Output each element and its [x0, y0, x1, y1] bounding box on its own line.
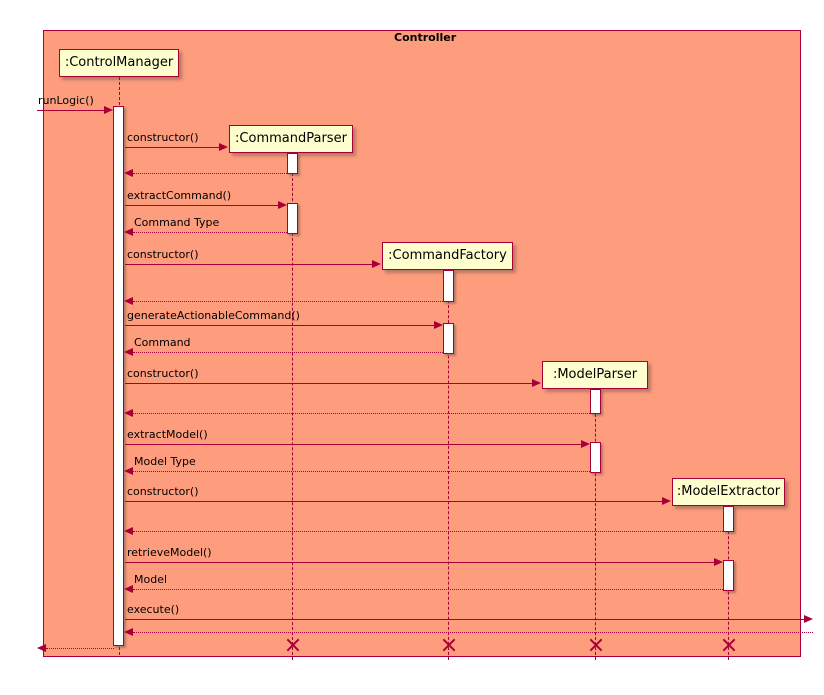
- message-line-extractcommand: [125, 205, 278, 206]
- activation-commandfactory-generate: [443, 323, 454, 354]
- participant-modelextractor[interactable]: :ModelExtractor: [672, 478, 785, 506]
- message-label-retrievemodel: retrieveModel(): [127, 546, 212, 559]
- participant-label-modelparser: :ModelParser: [552, 367, 638, 382]
- message-line-constructor-commandfactory: [125, 264, 372, 265]
- message-arrowhead-constructor-modelextractor: [662, 497, 671, 505]
- message-line-constructor-commandparser: [125, 147, 219, 148]
- destroy-marker-modelparser: [587, 637, 603, 653]
- message-label-constructor-commandparser: constructor(): [127, 131, 199, 144]
- message-arrowhead-return-commandfactory-ctor: [124, 297, 133, 305]
- participant-commandfactory[interactable]: :CommandFactory: [382, 242, 513, 270]
- message-label-generateactionablecommand: generateActionableCommand(): [127, 309, 300, 322]
- message-label-command-type: Command Type: [134, 216, 220, 229]
- message-line-extractmodel: [125, 444, 581, 445]
- lifeline-commandfactory: [448, 270, 449, 660]
- message-label-constructor-commandfactory: constructor(): [127, 248, 199, 261]
- message-arrowhead-extractmodel: [581, 440, 590, 448]
- message-line-return-execute: [133, 632, 813, 633]
- message-line-return-modelparser-ctor: [133, 413, 590, 414]
- message-arrowhead-model-type: [124, 467, 133, 475]
- message-arrowhead-return-execute: [124, 628, 133, 636]
- message-label-model: Model: [134, 573, 168, 586]
- participant-commandparser[interactable]: :CommandParser: [229, 125, 353, 153]
- message-line-return-modelextractor-ctor: [133, 531, 723, 532]
- participant-modelparser[interactable]: :ModelParser: [542, 361, 648, 389]
- participant-controlmanager[interactable]: :ControlManager: [59, 49, 179, 77]
- message-label-constructor-modelextractor: constructor(): [127, 485, 199, 498]
- activation-commandparser-constructor: [287, 153, 298, 174]
- group-title: Controller: [394, 31, 457, 44]
- activation-commandfactory-constructor: [443, 270, 454, 302]
- lifeline-commandparser: [292, 153, 293, 660]
- message-line-constructor-modelparser: [125, 383, 532, 384]
- message-arrowhead-constructor-modelparser: [532, 379, 541, 387]
- controller-group-frame: [43, 30, 801, 657]
- participant-label-commandparser: :CommandParser: [235, 131, 347, 146]
- activation-commandparser-extract: [287, 203, 298, 234]
- message-arrowhead-model: [124, 585, 133, 593]
- message-label-extractmodel: extractModel(): [127, 428, 208, 441]
- message-arrowhead-command-type: [124, 228, 133, 236]
- message-line-execute: [125, 619, 804, 620]
- message-line-command: [133, 352, 443, 353]
- message-line-command-type: [133, 232, 287, 233]
- message-arrowhead-return-runlogic: [37, 644, 46, 652]
- activation-modelextractor-retrieve: [723, 560, 734, 591]
- activation-modelparser-extract: [590, 442, 601, 473]
- message-line-return-commandfactory-ctor: [133, 301, 443, 302]
- message-label-runlogic: runLogic(): [38, 94, 94, 107]
- message-label-execute: execute(): [127, 603, 180, 616]
- participant-label-controlmanager: :ControlManager: [64, 55, 174, 70]
- message-line-return-commandparser-ctor: [133, 173, 287, 174]
- message-line-model: [133, 589, 723, 590]
- message-line-return-runlogic: [46, 648, 114, 649]
- message-line-constructor-modelextractor: [125, 501, 662, 502]
- message-arrowhead-constructor-commandparser: [219, 143, 228, 151]
- activation-modelextractor-constructor: [723, 506, 734, 532]
- message-arrowhead-constructor-commandfactory: [372, 260, 381, 268]
- destroy-marker-commandfactory: [440, 637, 456, 653]
- message-label-command: Command: [134, 336, 191, 349]
- message-label-model-type: Model Type: [134, 455, 196, 468]
- lifeline-modelparser: [595, 389, 596, 660]
- message-line-model-type: [133, 471, 590, 472]
- message-arrowhead-runlogic: [104, 106, 113, 114]
- message-arrowhead-retrievemodel: [714, 558, 723, 566]
- message-label-extractcommand: extractCommand(): [127, 189, 232, 202]
- destroy-marker-modelextractor: [720, 637, 736, 653]
- participant-label-commandfactory: :CommandFactory: [388, 248, 507, 263]
- message-arrowhead-execute: [804, 615, 813, 623]
- destroy-marker-commandparser: [284, 637, 300, 653]
- message-line-runlogic: [37, 110, 104, 111]
- activation-controlmanager: [113, 106, 124, 646]
- activation-modelparser-constructor: [590, 389, 601, 414]
- message-arrowhead-return-modelextractor-ctor: [124, 527, 133, 535]
- message-arrowhead-return-modelparser-ctor: [124, 409, 133, 417]
- message-arrowhead-return-commandparser-ctor: [124, 169, 133, 177]
- message-line-generateactionablecommand: [125, 325, 434, 326]
- participant-label-modelextractor: :ModelExtractor: [676, 484, 781, 499]
- message-arrowhead-extractcommand: [278, 201, 287, 209]
- message-line-retrievemodel: [125, 562, 714, 563]
- message-label-constructor-modelparser: constructor(): [127, 367, 199, 380]
- message-arrowhead-command: [124, 348, 133, 356]
- message-arrowhead-generateactionablecommand: [434, 321, 443, 329]
